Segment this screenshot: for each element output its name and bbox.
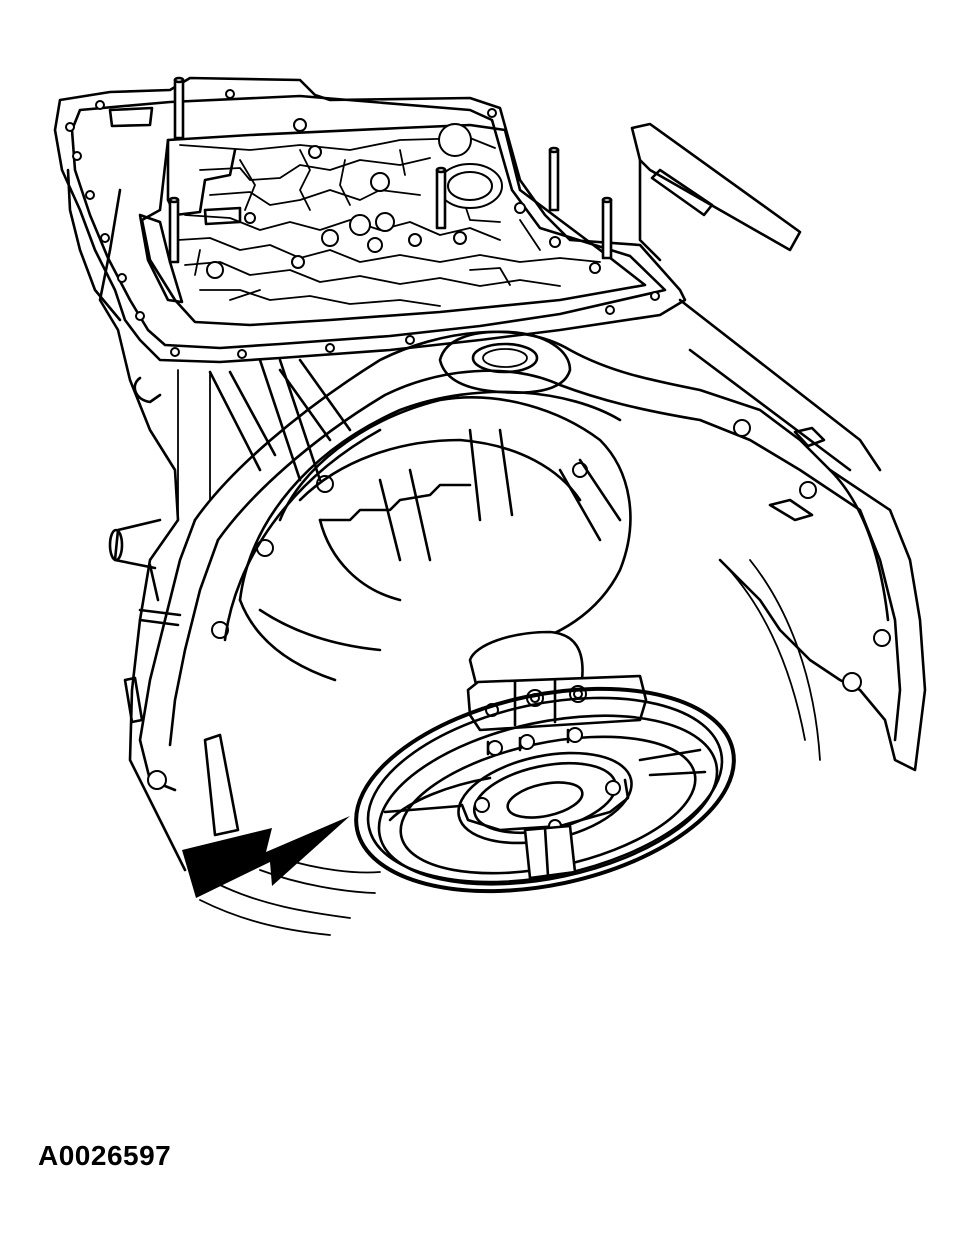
figure-reference-code: A0026597 xyxy=(38,1140,172,1171)
transmission-case xyxy=(66,122,882,872)
pump-assembly xyxy=(199,559,821,936)
guide-pins xyxy=(168,76,613,264)
transmission-illustration xyxy=(53,76,927,936)
valve-body xyxy=(138,118,647,327)
arrow-icon xyxy=(182,816,350,898)
valve-body-gasket xyxy=(53,76,687,364)
converter-housing-interior xyxy=(138,358,632,682)
